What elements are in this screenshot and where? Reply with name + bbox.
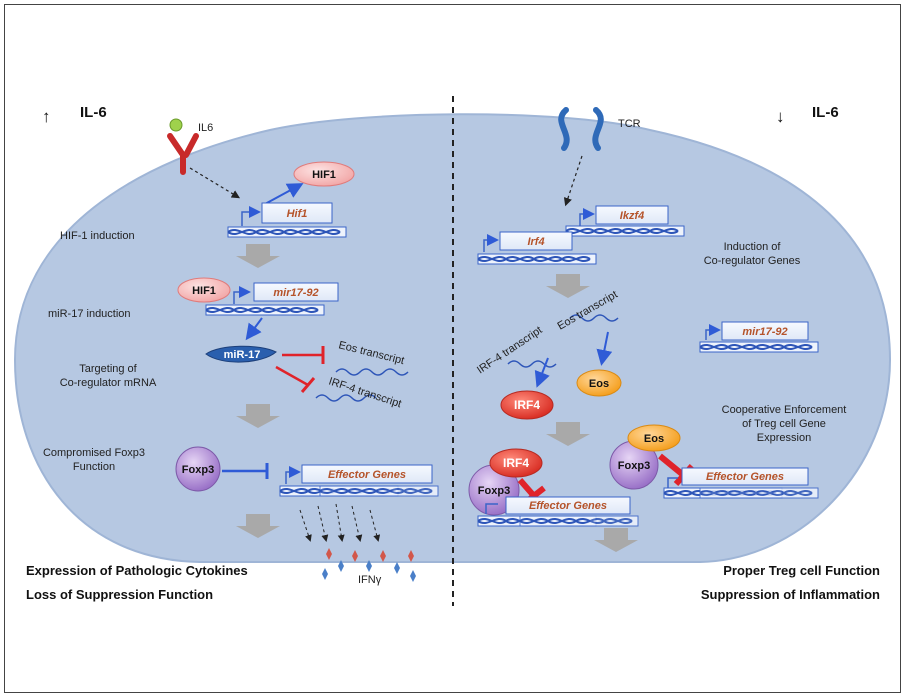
step-compromised-2: Function [73,461,115,473]
irf4-promoter-arrow [483,234,499,252]
tcr-signal-arrow [563,155,583,207]
foxp3-protein [175,446,221,492]
inhibit-irf4-bar [300,377,316,393]
step-targeting-1: Targeting of [79,363,137,375]
irf4-gene-box [499,231,573,251]
irf4-label: IRF4 [514,398,540,412]
step-cooperative-2: of Treg cell Gene [742,418,826,430]
eos-transcript-wave [335,368,409,376]
irf4-gene-label: Irf4 [527,236,544,248]
hif1-protein [293,161,355,187]
mir-gene-label: mir17-92 [273,287,318,299]
hif1-gene-label: Hif1 [287,208,308,220]
il6-label: IL6 [198,122,213,134]
left-header: IL-6 [80,104,107,121]
step-targeting-2: Co-regulator mRNA [60,377,157,389]
step-induction-2: Co-regulator Genes [704,255,801,267]
eos-foxp3-repress-line [658,453,684,477]
hif1-gene-box [261,202,333,224]
irf4-protein-2 [489,448,543,478]
mir-dna [205,304,325,316]
tcr-receptor-icon [558,107,604,151]
mir-promoter-arrow [233,286,251,304]
mir17-label: miR-17 [224,349,261,361]
ikzf4-gene-label: Ikzf4 [620,210,644,222]
ikzf4-dna [565,225,685,237]
right-irf4-transcript-wave [507,360,557,368]
effector-a-gene-label: Effector Genes [706,471,784,483]
step-hif1-induction: HIF-1 induction [60,230,135,242]
mir-gene-box [253,282,339,302]
eos-label: Eos [589,378,609,390]
step-cooperative-3: Expression [757,432,811,444]
step-cooperative-1: Cooperative Enforcement [722,404,847,416]
irf4-protein [500,390,554,420]
step-induction-1: Induction of [724,241,782,253]
effector-b-dna-2 [519,515,639,527]
tcr-label: TCR [618,118,641,130]
right-outcome-2: Suppression of Inflammation [701,587,880,602]
il6-receptor-icon [167,133,199,175]
il6-down-arrow: ↓ [776,107,785,126]
right-eos-transcript-wave [569,314,619,322]
effector-b-promoter-arrow [485,503,498,514]
cytokine-label: IFNγ [358,574,382,586]
foxp3-label: Foxp3 [182,464,214,476]
eos-protein-2 [627,424,681,452]
right-mir-gene-label: mir17-92 [742,326,787,338]
right-mir-dna [699,341,819,353]
eos-translation-arrow [596,331,613,366]
eos-label-2: Eos [644,433,664,445]
step-mir17-induction: miR-17 induction [48,308,131,320]
left-outcome-2: Loss of Suppression Function [26,587,213,602]
cytokine-release-arrows [299,503,381,542]
effector-a-gene-box [681,467,809,486]
effector-b-gene-box [505,496,631,515]
effector-gene-label: Effector Genes [328,469,406,481]
irf4-label-2: IRF4 [503,456,529,470]
irf4-translation-arrow [534,357,550,388]
hif1-bound-label: HIF1 [192,285,216,297]
effector-gene-box [301,464,433,484]
effector-a-promoter-arrow [667,477,678,488]
inhibit-irf4-line [275,365,309,387]
hif1-promoter-arrow [241,206,261,226]
irf4-transcript-wave [315,394,377,402]
ikzf4-gene-box [595,205,669,225]
right-mir-gene-box [721,321,809,341]
hif1-activation-arrow [264,183,304,205]
ikzf4-promoter-arrow [579,208,595,226]
effector-promoter-arrow [285,466,301,484]
irf4-foxp3-repress-line [517,478,537,498]
il6-ligand-icon [169,118,183,132]
right-mir-promoter-arrow [705,324,721,340]
mir17-arrow [245,317,263,341]
effector-dna-2 [319,485,439,497]
eos-protein [576,369,622,397]
figure-frame [4,4,901,693]
foxp3-label-b: Foxp3 [478,485,510,497]
mir17-shape [205,345,277,363]
effector-a-dna-2 [699,487,819,499]
cytokine-particles [322,548,416,582]
left-outcome-1: Expression of Pathologic Cytokines [26,563,248,578]
il6-up-arrow: ↑ [42,107,51,126]
right-header: IL-6 [812,104,839,121]
step-compromised-1: Compromised Foxp3 [43,447,145,459]
foxp3-label-a: Foxp3 [618,460,650,472]
right-outcome-1: Proper Treg cell Function [723,563,880,578]
hif1-protein-label: HIF1 [312,169,336,181]
hif1-bound-protein [177,277,231,303]
effector-b-gene-label: Effector Genes [529,500,607,512]
irf4-dna [477,253,597,265]
hif1-dna [227,226,347,238]
